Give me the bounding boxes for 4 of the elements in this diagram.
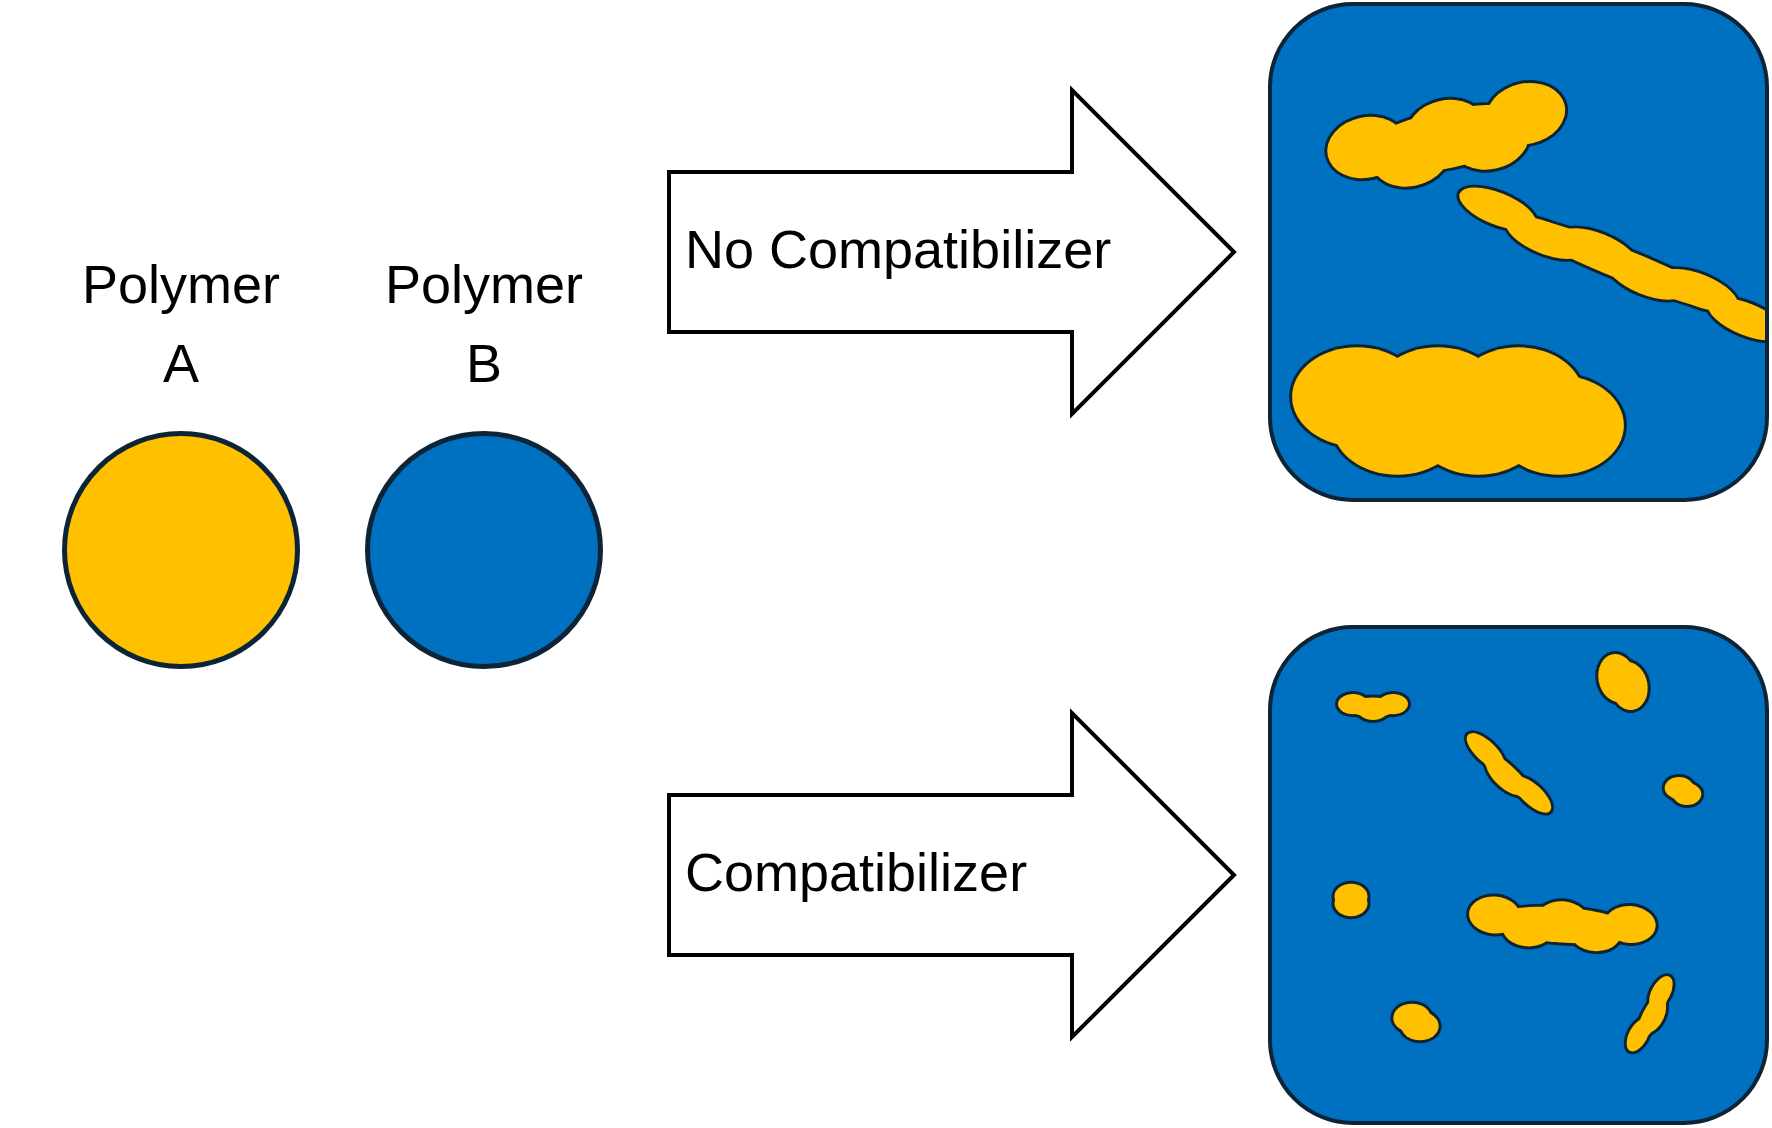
polymer-label: Polymer A — [80, 253, 281, 395]
blend-morphology-panel — [1268, 625, 1769, 1125]
polymer-label: Polymer B — [383, 253, 584, 395]
blend-morphology-panel — [1268, 2, 1769, 502]
